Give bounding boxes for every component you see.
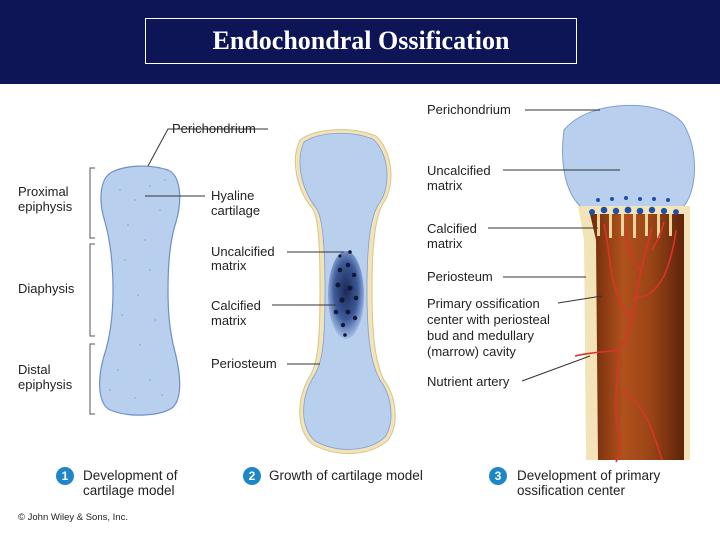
periosteum-label-2: Periosteum — [211, 356, 277, 371]
trabeculae-3 — [597, 214, 672, 238]
caption-3: 3 Development of primary ossification ce… — [489, 467, 661, 498]
primary-label-3c: bud and medullary — [427, 328, 534, 343]
calcified-label-2a: Calcified — [211, 298, 261, 313]
step-number-2: 2 — [249, 469, 256, 483]
cartilage-dots-1 — [109, 179, 166, 399]
diaphysis-label: Diaphysis — [18, 281, 75, 296]
caption-1-line-1: Development of — [83, 468, 178, 483]
caption-2-line-1: Growth of cartilage model — [269, 468, 423, 483]
title-frame: Endochondral Ossification — [145, 18, 577, 64]
hyaline-label-1: Hyaline — [211, 188, 254, 203]
caption-3-line-1: Development of primary — [517, 468, 661, 483]
calcified-label-2b: matrix — [211, 313, 247, 328]
periosteum-label-3: Periosteum — [427, 269, 493, 284]
step-badge-3 — [489, 467, 507, 485]
distal-epiphysis-label-1: Distal — [18, 362, 51, 377]
perichondrium-label-1: Perichondrium — [172, 121, 256, 136]
step-badge-1 — [56, 467, 74, 485]
uncalcified-label-3b: matrix — [427, 178, 463, 193]
step-badge-2 — [243, 467, 261, 485]
nutrient-leader-3 — [521, 355, 591, 382]
proximal-epiphysis-label-2: epiphysis — [18, 199, 73, 214]
distal-epiphysis-label-2: epiphysis — [18, 377, 73, 392]
distal-bracket — [89, 343, 95, 415]
caption-3-line-2: ossification center — [517, 483, 626, 498]
caption-2: 2 Growth of cartilage model — [243, 467, 423, 485]
calcified-label-3b: matrix — [427, 236, 463, 251]
step-number-1: 1 — [62, 469, 69, 483]
uncalcified-label-2b: matrix — [211, 258, 247, 273]
calcified-label-3a: Calcified — [427, 221, 477, 236]
uncalcified-label-2a: Uncalcified — [211, 244, 275, 259]
calcified-cells-3 — [589, 196, 679, 215]
primary-label-3a: Primary ossification — [427, 296, 540, 311]
primary-leader-3 — [557, 295, 603, 304]
cartilage-model-panel: Perichondrium Proximal epiphysis Hyaline… — [18, 121, 268, 416]
copyright-notice: © John Wiley & Sons, Inc. — [18, 512, 128, 523]
title-banner: Endochondral Ossification — [0, 0, 720, 84]
nutrient-label-3: Nutrient artery — [427, 374, 510, 389]
proximal-epiphysis-label-1: Proximal — [18, 184, 69, 199]
cartilage-growth-panel: Uncalcified matrix Calcified matrix Peri… — [211, 129, 396, 455]
diaphysis-bracket — [89, 243, 95, 337]
calcified-cells — [333, 250, 359, 337]
step-number-3: 3 — [495, 469, 502, 483]
perichondrium-leader-1 — [147, 128, 268, 167]
primary-label-3d: (marrow) cavity — [427, 344, 516, 359]
perichondrium-label-3: Perichondrium — [427, 102, 511, 117]
blood-vessels-3 — [574, 221, 677, 463]
bone-shaft-3 — [590, 214, 684, 460]
caption-1: 1 Development of cartilage model — [56, 467, 178, 498]
cartilage-model-1 — [99, 165, 181, 416]
proximal-bracket — [89, 167, 95, 239]
caption-1-line-2: cartilage model — [83, 483, 175, 498]
hyaline-label-2: cartilage — [211, 203, 260, 218]
page-title: Endochondral Ossification — [212, 26, 510, 55]
primary-label-3b: center with periosteal — [427, 312, 550, 327]
uncalcified-label-3a: Uncalcified — [427, 163, 491, 178]
epiphysis-cartilage-3 — [562, 104, 695, 215]
primary-ossification-panel: Perichondrium Uncalcified matrix Calcifi… — [427, 102, 695, 463]
